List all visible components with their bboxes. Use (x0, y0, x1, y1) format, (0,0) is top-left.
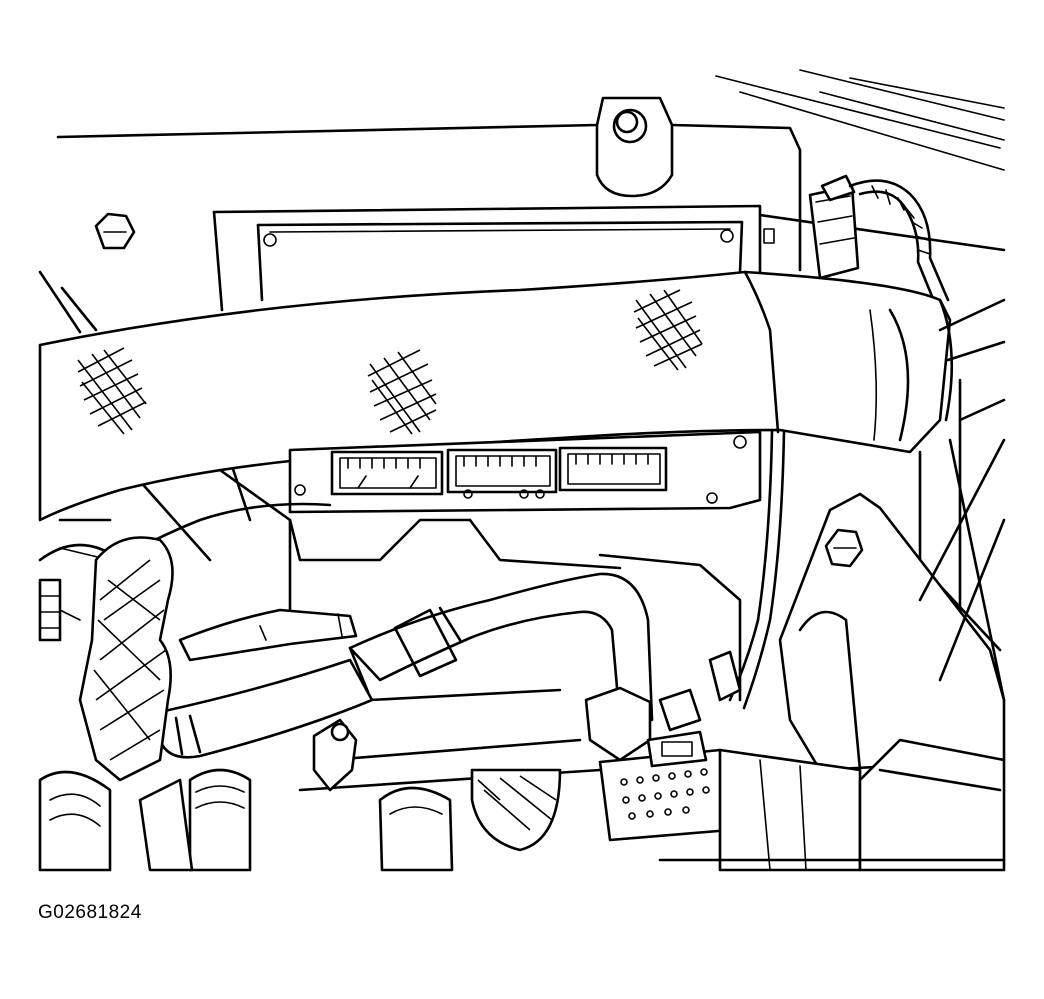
hex-bolt-right (826, 530, 862, 566)
conduit-hatch-patterns (78, 290, 702, 434)
pcm-connector-3 (560, 448, 666, 490)
main-harness-conduit (40, 272, 952, 520)
pcm-cover-plate (214, 206, 774, 310)
hex-bolt-left (96, 214, 134, 248)
lower-hoses-bottom (40, 770, 452, 870)
electrical-connector-lower (586, 652, 740, 840)
braided-harness-left (40, 538, 173, 781)
connector-pin-cavities (621, 769, 709, 819)
pcm-connector-1 (332, 452, 442, 494)
lower-right-components (660, 740, 1004, 870)
engine-compartment-illustration (0, 0, 1044, 900)
mounting-bolt-top (597, 98, 672, 196)
pcm-connector-2 (448, 450, 556, 498)
bracket-cup (472, 770, 560, 850)
upper-firewall-panel (58, 70, 1004, 270)
fender-edge-lines (920, 440, 1004, 680)
harness-branch-wire (730, 432, 784, 708)
harness-connector-upper (810, 176, 948, 306)
mounting-clamp (314, 720, 356, 790)
lower-hose-left (160, 660, 372, 757)
fuel-lines (120, 504, 356, 660)
figure-code-label: G02681824 (38, 902, 142, 923)
pcm-module (290, 432, 760, 512)
